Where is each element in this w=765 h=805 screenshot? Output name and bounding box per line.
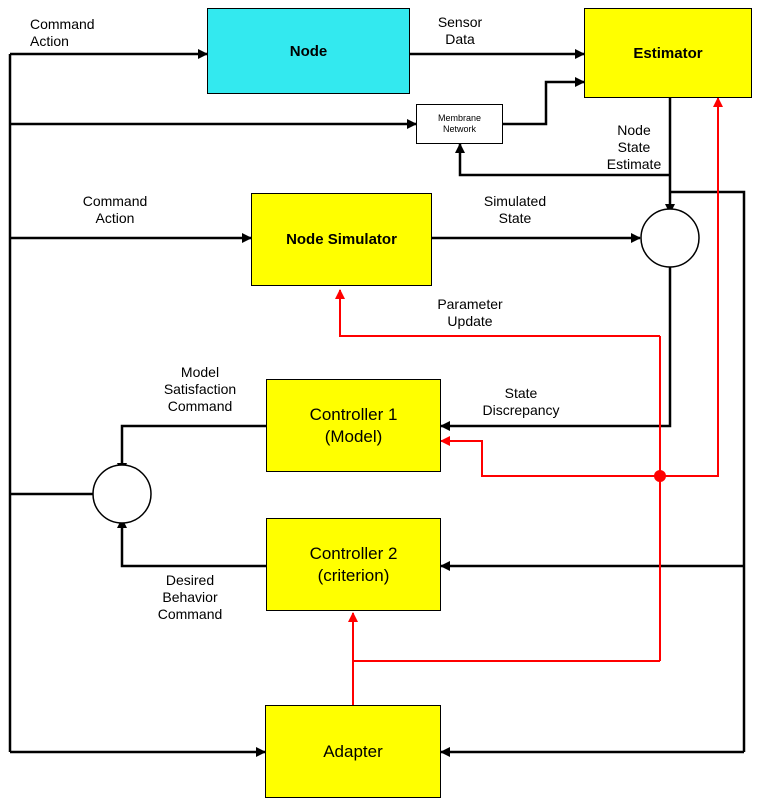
model-command-arrow	[117, 424, 266, 473]
discrepancy-arrow	[440, 261, 672, 431]
simulated-state-label: Simulated State	[483, 193, 547, 226]
sensor-data-label: Sensor Data	[437, 14, 483, 47]
red-to-controller1-arrow	[440, 436, 660, 477]
param-update-arrow	[335, 289, 660, 337]
estimator-box: Estimator	[584, 8, 752, 98]
command-action-top-label: Command Action	[30, 16, 95, 49]
node-state-estimate-label: Node State Estimate	[606, 122, 662, 172]
parameter-update-label: Parameter Update	[437, 296, 503, 329]
desired-command-arrow	[117, 518, 266, 568]
membrane-to-estimator-arrow	[503, 77, 585, 126]
model-satisfaction-command-label: Model Satisfaction Command	[163, 364, 237, 414]
red-to-estimator-arrow	[660, 97, 723, 477]
command-action-mid-label: Command Action	[82, 193, 148, 226]
estimate-to-membrane-arrow	[455, 143, 670, 177]
red-junction-dot	[654, 470, 666, 482]
node-simulator-box: Node Simulator	[251, 193, 432, 286]
adapter-box: Adapter	[265, 705, 441, 798]
desired-behavior-command-label: Desired Behavior Command	[157, 572, 223, 622]
comparator-circle	[640, 208, 700, 268]
controller2-box: Controller 2 (criterion)	[266, 518, 441, 611]
summer-circle	[92, 464, 152, 524]
controller1-box: Controller 1 (Model)	[266, 379, 441, 472]
node-box: Node	[207, 8, 410, 94]
right-bus-line	[670, 190, 746, 752]
state-discrepancy-label: State Discrepancy	[482, 385, 560, 418]
membrane-network-box: Membrane Network	[416, 104, 503, 144]
